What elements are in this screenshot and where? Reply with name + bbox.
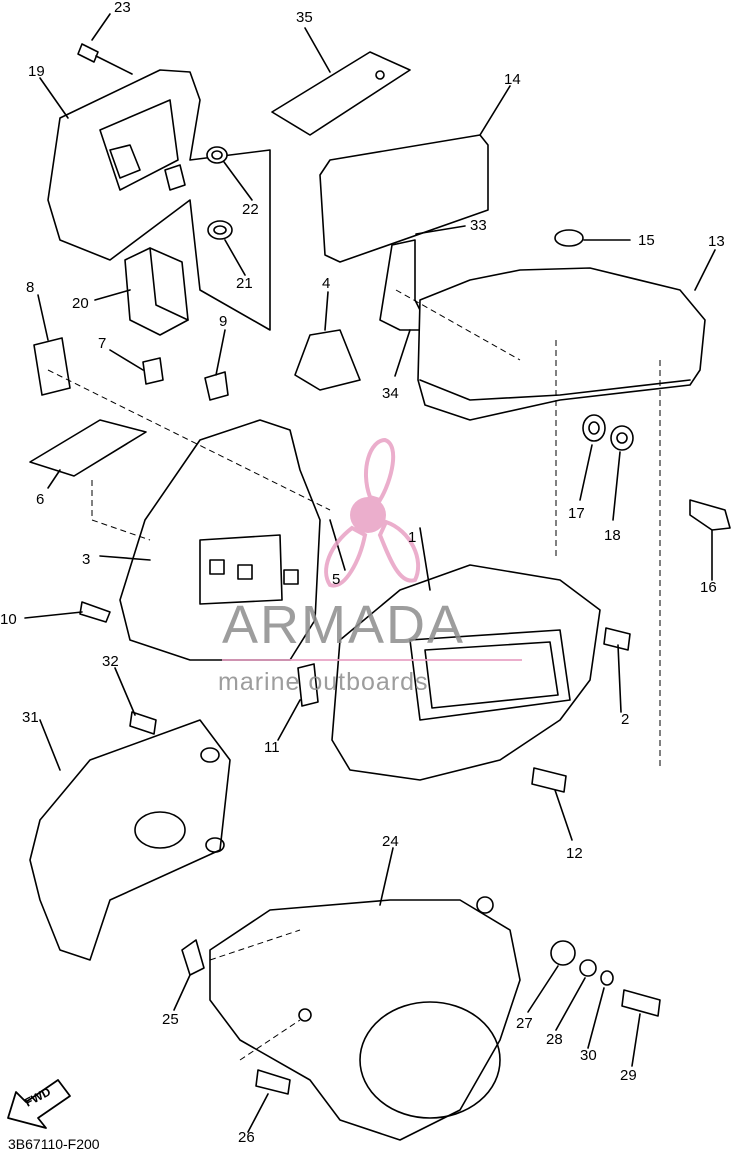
callout-10: 10 xyxy=(0,611,17,628)
callout-9: 9 xyxy=(219,313,228,330)
callout-27: 27 xyxy=(516,1015,533,1032)
callout-26: 26 xyxy=(238,1129,255,1146)
callout-34: 34 xyxy=(382,385,399,402)
callout-6: 6 xyxy=(36,491,45,508)
watermark-propeller-icon xyxy=(324,437,421,588)
watermark-subtitle: marine outboards xyxy=(218,668,429,696)
callout-33: 33 xyxy=(470,217,487,234)
callout-11: 11 xyxy=(264,739,280,756)
callout-35: 35 xyxy=(296,9,313,26)
drawing-code: 3B67110-F200 xyxy=(8,1136,100,1152)
callout-22: 22 xyxy=(242,201,259,218)
callout-23: 23 xyxy=(114,0,131,16)
callout-8: 8 xyxy=(26,279,35,296)
callout-15: 15 xyxy=(638,232,655,249)
callout-21: 21 xyxy=(236,275,253,292)
callout-5: 5 xyxy=(332,571,341,588)
callout-32: 32 xyxy=(102,653,119,670)
callout-2: 2 xyxy=(621,711,630,728)
callout-24: 24 xyxy=(382,833,399,850)
callout-20: 20 xyxy=(72,295,89,312)
callout-3: 3 xyxy=(82,551,91,568)
callout-25: 25 xyxy=(162,1011,179,1028)
callout-29: 29 xyxy=(620,1067,637,1084)
callout-28: 28 xyxy=(546,1031,563,1048)
callout-7: 7 xyxy=(98,335,107,352)
fwd-arrow-icon xyxy=(7,1079,71,1129)
callout-19: 19 xyxy=(28,63,45,80)
callout-31: 31 xyxy=(22,709,39,726)
callout-18: 18 xyxy=(604,527,621,544)
bolt-23 xyxy=(77,43,133,75)
callout-13: 13 xyxy=(708,233,725,250)
callout-4: 4 xyxy=(322,275,331,292)
callout-1: 1 xyxy=(408,529,417,546)
callout-12: 12 xyxy=(566,845,583,862)
callout-14: 14 xyxy=(504,71,521,88)
callout-30: 30 xyxy=(580,1047,597,1064)
callout-16: 16 xyxy=(700,579,717,596)
callout-17: 17 xyxy=(568,505,585,522)
watermark-title: ARMADA xyxy=(222,595,466,655)
